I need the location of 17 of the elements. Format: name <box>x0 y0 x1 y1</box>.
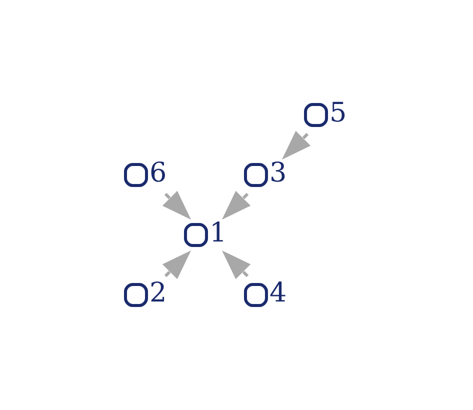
node-circle <box>244 283 268 307</box>
node-circle <box>304 103 328 127</box>
node-label: 3 <box>269 158 287 189</box>
arrow <box>222 250 251 280</box>
node-label: 1 <box>209 218 227 249</box>
arrow <box>222 190 251 220</box>
arrow <box>162 190 192 220</box>
node-circle <box>244 163 268 188</box>
node-circle <box>124 163 148 188</box>
node-label: 2 <box>149 278 167 309</box>
node-label: 4 <box>269 278 287 309</box>
arrow <box>162 250 192 280</box>
node-label: 5 <box>330 98 347 129</box>
arrow <box>282 130 311 160</box>
node-label: 6 <box>149 158 167 189</box>
node-circle <box>124 283 148 307</box>
node-circle <box>184 223 208 247</box>
